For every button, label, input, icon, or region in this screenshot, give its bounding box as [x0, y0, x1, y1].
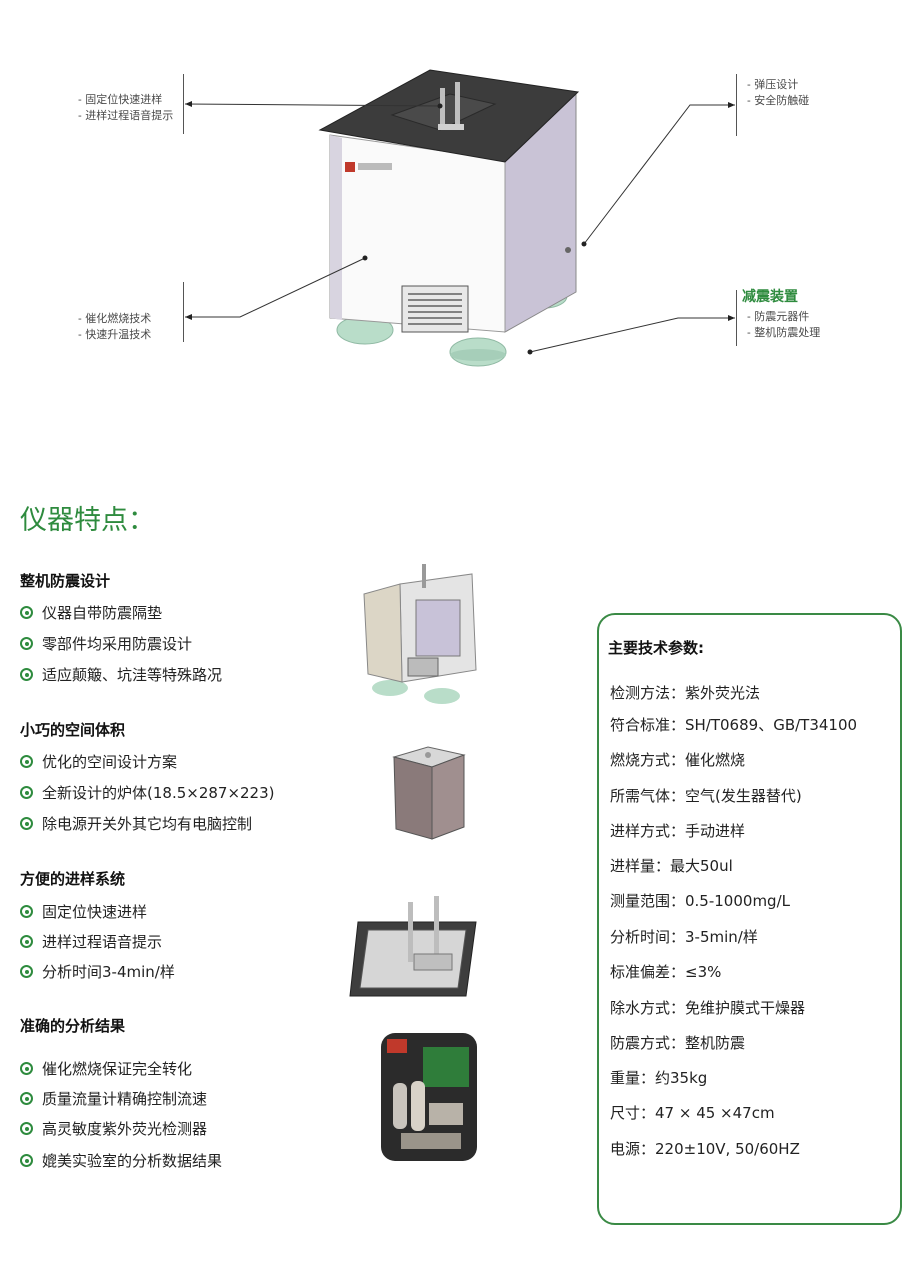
feature-item: 质量流量计精确控制流速 [20, 1088, 207, 1109]
spec-row: 除水方式：免维护膜式干燥器 [610, 999, 806, 1017]
spec-row: 符合标准：SH/T0689、GB/T34100 [610, 716, 858, 734]
spec-row: 测量范围：0.5-1000mg/L [610, 892, 790, 910]
detector-parts-image [381, 1033, 477, 1161]
bullet-icon [20, 1154, 33, 1167]
section-title: 小巧的空间体积 [20, 721, 126, 739]
spec-row: 分析时间：3-5min/样 [610, 928, 758, 946]
bullet-icon [20, 755, 33, 768]
bullet-icon [20, 905, 33, 918]
callout-line: - 催化燃烧技术 [78, 312, 152, 325]
spec-row: 所需气体：空气(发生器替代) [610, 787, 802, 805]
bullet-icon [20, 935, 33, 948]
callout-line: - 整机防震处理 [747, 326, 821, 339]
feature-item: 分析时间3-4min/样 [20, 961, 175, 982]
feature-item: 仪器自带防震隔垫 [20, 602, 162, 623]
compact-case-image [392, 746, 466, 840]
bullet-icon [20, 668, 33, 681]
bullet-icon [20, 786, 33, 799]
spec-row: 标准偏差：≤3% [610, 963, 722, 981]
bullet-icon [20, 817, 33, 830]
callout-line: - 安全防触碰 [747, 94, 810, 107]
specs-panel [597, 613, 902, 1225]
feature-item: 适应颠簸、坑洼等特殊路况 [20, 664, 222, 685]
feature-item: 除电源开关外其它均有电脑控制 [20, 813, 252, 834]
section-title: 方便的进样系统 [20, 870, 126, 888]
feature-item: 零部件均采用防震设计 [20, 633, 192, 654]
callout-top-right: - 弹压设计 - 安全防触碰 [747, 77, 809, 109]
spec-row: 燃烧方式：催化燃烧 [610, 751, 746, 769]
section-title: 准确的分析结果 [20, 1017, 126, 1035]
feature-item: 催化燃烧保证完全转化 [20, 1058, 192, 1079]
feature-item: 优化的空间设计方案 [20, 751, 177, 772]
instrument-illustration [184, 69, 735, 367]
features-title: 仪器特点： [20, 505, 155, 536]
callout-line: - 快速升温技术 [78, 328, 152, 341]
bullet-icon [20, 637, 33, 650]
callout-bottom-left: - 催化燃烧技术 - 快速升温技术 [78, 311, 151, 343]
callout-bottom-right: - 防震元器件 - 整机防震处理 [747, 309, 820, 341]
feature-item: 媲美实验室的分析数据结果 [20, 1150, 222, 1171]
bullet-icon [20, 606, 33, 619]
callout-line: - 固定位快速进样 [78, 93, 163, 106]
sampling-system-image [349, 896, 477, 997]
bullet-icon [20, 1062, 33, 1075]
feature-item: 高灵敏度紫外荧光检测器 [20, 1118, 207, 1139]
spec-row: 检测方法：紫外荧光法 [610, 684, 761, 702]
spec-row: 进样方式：手动进样 [610, 822, 746, 840]
spec-row: 重量：约35kg [610, 1069, 708, 1087]
callout-line: - 防震元器件 [747, 310, 810, 323]
shock-absorber-title: 减震装置 [742, 289, 798, 305]
bullet-icon [20, 1092, 33, 1105]
spec-row: 防震方式：整机防震 [610, 1034, 746, 1052]
spec-row: 电源：220±10V, 50/60HZ [610, 1140, 800, 1158]
spec-row: 进样量：最大50ul [610, 857, 733, 875]
feature-item: 固定位快速进样 [20, 901, 147, 922]
section-title: 整机防震设计 [20, 572, 111, 590]
spec-row: 尺寸：47 × 45 ×47cm [610, 1104, 775, 1122]
shockproof-image [363, 564, 477, 704]
bullet-icon [20, 1122, 33, 1135]
callout-top-left: - 固定位快速进样 - 进样过程语音提示 [78, 92, 173, 124]
callout-line: - 弹压设计 [747, 78, 799, 91]
feature-item: 全新设计的炉体(18.5×287×223) [20, 782, 275, 803]
feature-item: 进样过程语音提示 [20, 931, 162, 952]
callout-line: - 进样过程语音提示 [78, 109, 174, 122]
specs-title: 主要技术参数: [608, 639, 704, 657]
bullet-icon [20, 965, 33, 978]
